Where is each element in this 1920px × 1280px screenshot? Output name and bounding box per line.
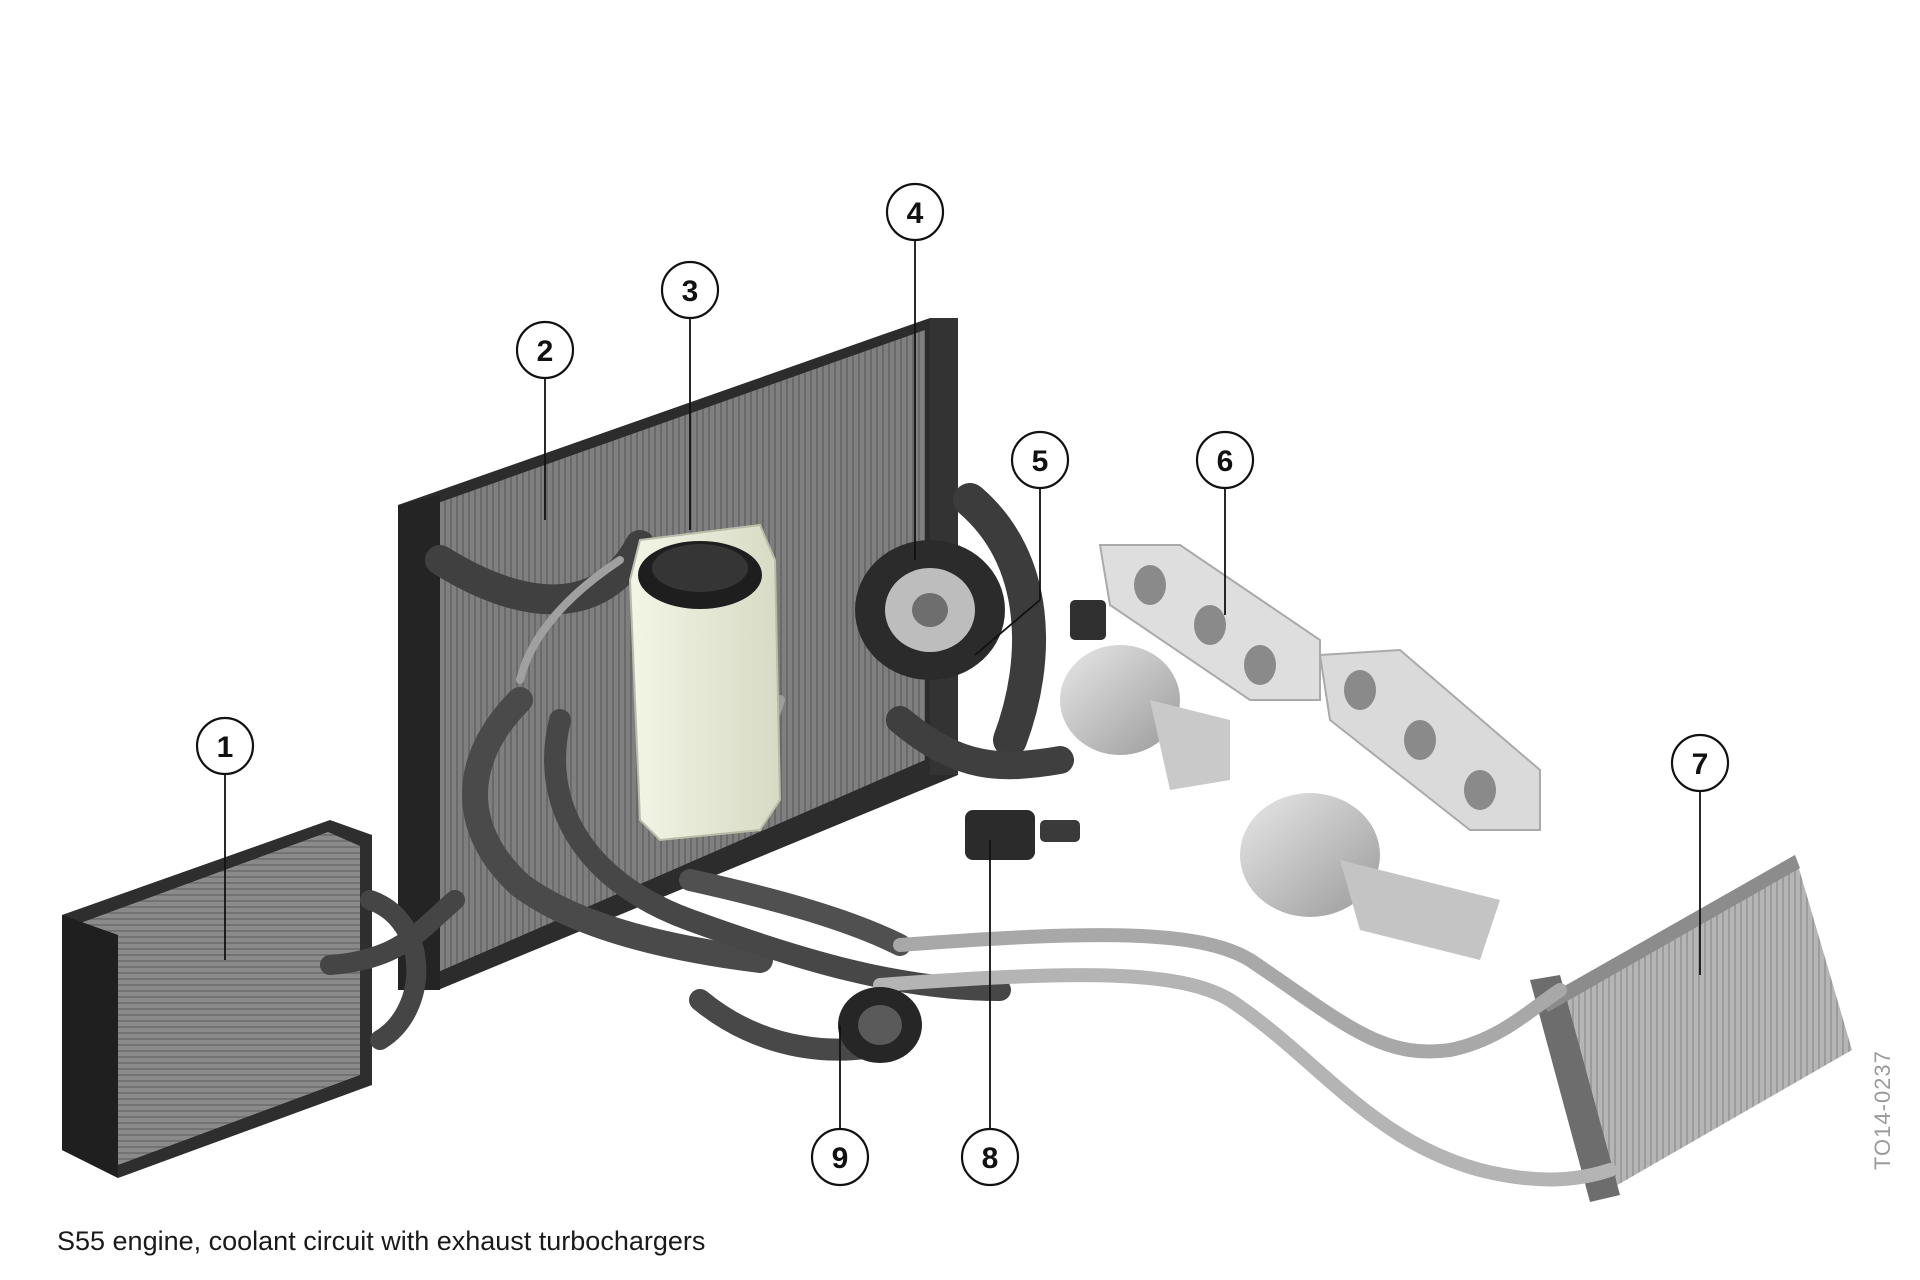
leader-lines — [224, 240, 1701, 1130]
callout-7-label: 7 — [1692, 748, 1709, 781]
callout-6-label: 6 — [1217, 445, 1234, 478]
callout-3: 3 — [660, 260, 720, 320]
callout-8-label: 8 — [982, 1142, 999, 1175]
callout-4: 4 — [885, 182, 945, 242]
expansion-tank — [628, 523, 782, 842]
callout-3-label: 3 — [682, 275, 699, 308]
exhaust-manifold-turbochargers — [1060, 544, 1541, 960]
callout-5: 5 — [1010, 430, 1070, 490]
callout-8: 8 — [960, 1127, 1020, 1187]
connection-5 — [1070, 600, 1106, 640]
callout-9: 9 — [810, 1127, 870, 1187]
coolant-valve-8 — [965, 810, 1080, 860]
callouts: 1 2 3 4 5 6 7 8 — [195, 182, 1730, 1187]
electric-coolant-pump — [855, 540, 1005, 680]
figure-caption: S55 engine, coolant circuit with exhaust… — [57, 1226, 706, 1256]
callout-1-label: 1 — [217, 731, 234, 764]
callout-2: 2 — [515, 320, 575, 380]
callout-4-label: 4 — [907, 197, 924, 230]
callout-5-label: 5 — [1032, 445, 1049, 478]
callout-1: 1 — [195, 716, 255, 776]
reference-code: TO14-0237 — [1870, 1050, 1895, 1170]
heater-core — [1530, 855, 1852, 1202]
callout-2-label: 2 — [537, 335, 554, 368]
callout-6: 6 — [1195, 430, 1255, 490]
callout-9-label: 9 — [832, 1142, 849, 1175]
auxiliary-radiator-left — [62, 820, 372, 1178]
leader-line-5-diagonal — [974, 599, 1041, 656]
callout-7: 7 — [1670, 733, 1730, 793]
coolant-pump-9 — [838, 987, 922, 1063]
